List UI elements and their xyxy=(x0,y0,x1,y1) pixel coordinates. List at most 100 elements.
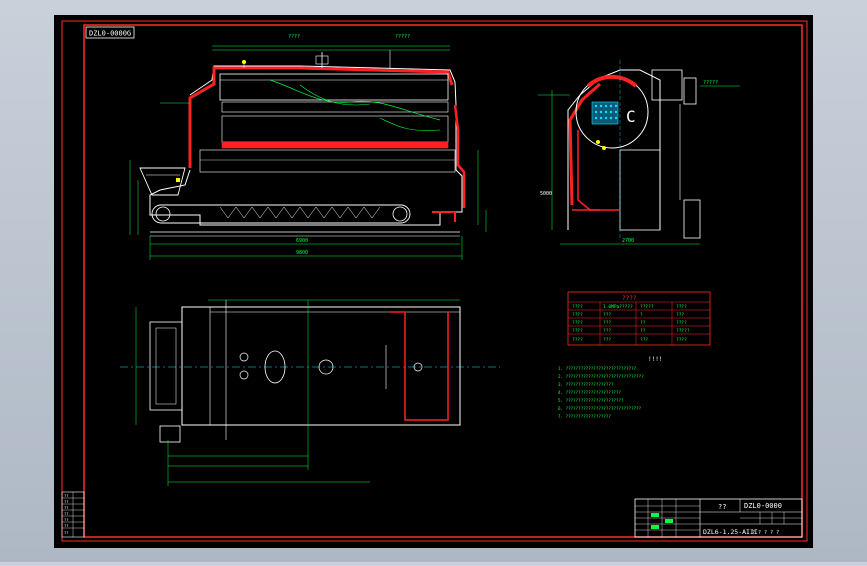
valve-marker xyxy=(242,60,246,64)
tube-bank-lower xyxy=(221,141,449,149)
furnace-chamber xyxy=(199,149,456,173)
chain-grate xyxy=(151,204,411,224)
top-note-1: ???? xyxy=(288,34,300,40)
notes-title: !!!! xyxy=(648,356,662,363)
notes-line: 2. ??????????????????????????????? xyxy=(558,374,644,379)
revision-block: ?? ?? ?? ?? ?? ?? ?? xyxy=(61,491,85,538)
top-note-2: ????? xyxy=(395,34,410,40)
side-left-dim-text: 5000 xyxy=(540,191,552,197)
plan-hopper xyxy=(149,321,183,411)
gas-flow-curve-2 xyxy=(299,84,371,106)
table-cell: ?? xyxy=(640,320,646,326)
plan-hopper-inner xyxy=(155,327,177,405)
plan-outlet xyxy=(318,359,334,375)
grate-front-sprocket xyxy=(155,206,171,222)
drawing-stamp-text: DZL0-0000G xyxy=(89,30,131,38)
technical-notes: !!!! 1. ???????????????????????????? 2. … xyxy=(558,356,662,419)
gas-flow-curve-3 xyxy=(379,117,441,131)
table-cell: ???? xyxy=(572,337,583,343)
title-block-seals xyxy=(651,513,673,529)
fan-motor xyxy=(683,77,697,105)
notes-line: 1. ???????????????????????????? xyxy=(558,366,637,371)
water-tube-dots xyxy=(594,104,618,120)
table-cell: ??? xyxy=(603,337,611,343)
refractory-bottom xyxy=(432,211,456,222)
table-cell: ??? xyxy=(603,312,611,318)
notes-line: 7. ?????????????????? xyxy=(558,414,611,419)
plan-manhole xyxy=(264,350,286,384)
notes-line: 4. ?????????????????????? xyxy=(558,390,622,395)
table-cell: ??? xyxy=(640,337,648,343)
table-cell: ????? xyxy=(640,304,654,310)
table-cell: ? xyxy=(640,312,643,318)
drum-refractory-arc xyxy=(586,74,638,88)
parameter-table: ???? ???? 1.0MPa????? ????? ???? ???? ??… xyxy=(567,291,711,346)
table-title: ???? xyxy=(622,295,637,302)
plan-valve-1 xyxy=(239,352,249,362)
revision-cell: ?? xyxy=(64,499,69,504)
title-block-name: ?? xyxy=(718,503,726,511)
side-section-view: C 2700 5000 ????? xyxy=(538,60,740,245)
revision-cell: ?? xyxy=(64,511,69,516)
title-block-code: DZL0-0000 xyxy=(744,502,782,510)
plan-valve-2 xyxy=(239,370,249,380)
table-cell: ?? xyxy=(640,328,646,334)
plan-refractory xyxy=(390,311,449,421)
side-note: ????? xyxy=(703,80,718,86)
gauge-marker xyxy=(596,140,600,144)
side-casing xyxy=(567,69,661,230)
table-cell: ??? xyxy=(603,328,611,334)
coal-hopper xyxy=(139,167,186,196)
front-elevation-view: ???? ????? 6900 9800 xyxy=(129,34,487,260)
table-cell: ????? xyxy=(676,328,690,334)
stand-leg xyxy=(683,199,701,239)
title-block: ?? DZL0-0000 DZL6-1.25-AIII ? ? ? ? ? xyxy=(634,498,803,538)
grate-zigzag xyxy=(219,206,381,219)
sheet-frame-inner xyxy=(83,24,803,538)
table-cell: 1.0MPa????? xyxy=(603,304,633,310)
revision-cell: ?? xyxy=(64,530,69,535)
safety-valve xyxy=(315,55,329,65)
table-cell: ???? xyxy=(572,328,583,334)
refractory-lining xyxy=(188,66,454,168)
notes-line: 6. ?????????????????????????????? xyxy=(558,406,642,411)
gauge-marker-2 xyxy=(602,146,606,150)
burner-marker xyxy=(176,178,180,182)
title-block-marks-grid xyxy=(740,512,802,524)
table-cell: ???? xyxy=(676,320,687,326)
table-cell: ??? xyxy=(603,320,611,326)
plan-motor xyxy=(159,425,181,443)
title-block-drawing-no: DZL6-1.25-AIII xyxy=(703,528,758,536)
table-cell: ???? xyxy=(572,320,583,326)
table-frame xyxy=(567,291,711,346)
fan-housing xyxy=(651,69,683,101)
side-letter: C xyxy=(626,107,636,126)
drawing-stamp: DZL0-0000G xyxy=(85,26,135,39)
revision-cell: ?? xyxy=(64,523,69,528)
table-cell: ???? xyxy=(676,337,687,343)
table-grid xyxy=(568,302,710,345)
overall-dim-2: 9800 xyxy=(296,250,308,256)
refractory-rear xyxy=(453,104,466,208)
side-bottom-dim-text: 2700 xyxy=(622,238,634,244)
title-block-sign-grid xyxy=(635,499,700,537)
plan-drain xyxy=(413,362,423,372)
table-cells: ???? 1.0MPa????? ????? ???? ???? ??? ? ?… xyxy=(572,304,690,343)
table-cell: ???? xyxy=(572,304,583,310)
upper-drum xyxy=(219,73,449,101)
overall-dim-1: 6900 xyxy=(296,238,308,244)
notes-line: 3. ??????????????????? xyxy=(558,382,614,387)
grate-rear-sprocket xyxy=(392,206,408,222)
notes-line: 5. ??????????????????????? xyxy=(558,398,624,403)
revision-cell: ?? xyxy=(64,493,69,498)
title-block-bottom-marks: ? ? ? ? ? xyxy=(752,530,779,536)
boiler-casing xyxy=(149,65,463,226)
revision-grid xyxy=(62,492,84,537)
gas-flow-curve xyxy=(269,79,441,121)
table-cell: ???? xyxy=(676,304,687,310)
revision-cell: ?? xyxy=(64,517,69,522)
table-cell: ??? xyxy=(676,312,684,318)
plan-view xyxy=(120,299,500,486)
